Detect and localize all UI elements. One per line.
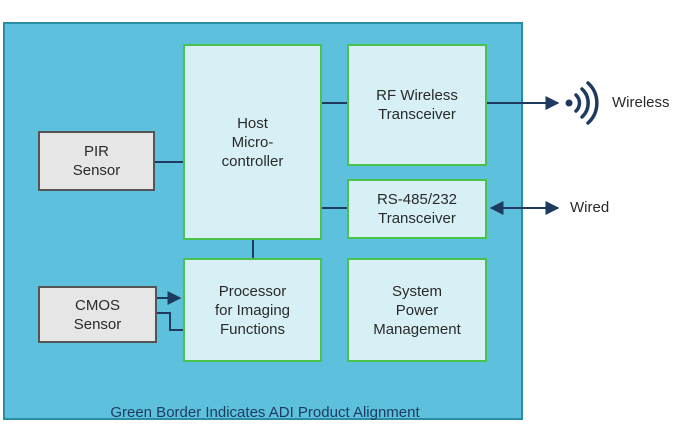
wireless-antenna-icon (565, 81, 599, 125)
caption: Green Border Indicates ADI Product Align… (110, 404, 420, 421)
wired-label: Wired (570, 199, 610, 216)
cmos-sensor-block: CMOS Sensor (38, 286, 157, 343)
rf-wireless-transceiver-block: RF Wireless Transceiver (347, 44, 487, 166)
link-processor-cmos-lower (157, 312, 183, 331)
rs485-transceiver-block: RS-485/232 Transceiver (347, 179, 487, 239)
imaging-processor-block: Processor for Imaging Functions (183, 258, 322, 362)
host-microcontroller-block: Host Micro- controller (183, 44, 322, 240)
power-management-block: System Power Management (347, 258, 487, 362)
wireless-label: Wireless (612, 94, 670, 111)
pir-sensor-block: PIR Sensor (38, 131, 155, 191)
